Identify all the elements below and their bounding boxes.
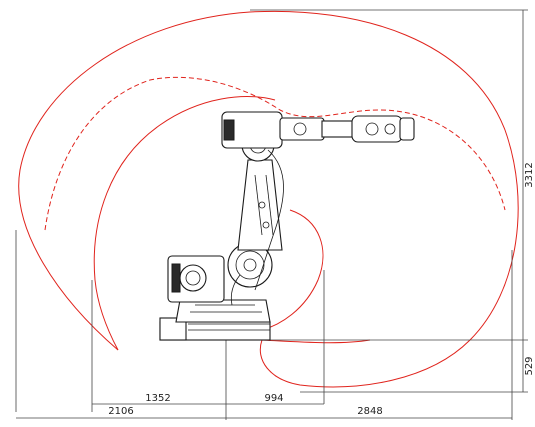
dim-reach-back: 2106 <box>108 406 133 417</box>
robot-motor-hub <box>179 264 207 292</box>
envelope-lower-loop <box>261 339 371 344</box>
envelope-inner-return <box>94 279 119 351</box>
robot-base-left <box>159 317 187 341</box>
envelope-inner-loop <box>261 209 324 331</box>
dim-reach-front: 2848 <box>357 406 382 417</box>
robot-tool-flange <box>399 117 415 141</box>
envelope-outer-arc <box>18 10 519 388</box>
envelope-dashed-arc <box>44 76 506 231</box>
dim-total-height: 3312 <box>524 162 535 187</box>
robot-cables <box>254 149 284 291</box>
robot-turret <box>175 299 271 323</box>
robot-arm <box>159 111 415 341</box>
dim-reach-back-inner: 1352 <box>145 393 170 404</box>
robot-wrist <box>351 115 403 143</box>
robot-upper-arm <box>279 117 325 141</box>
robot-lower-arm <box>237 159 283 251</box>
dim-base-height: 529 <box>524 356 535 375</box>
dimension-lines <box>15 9 528 420</box>
working-envelope <box>18 10 519 388</box>
dim-reach-front-inner: 994 <box>264 393 283 404</box>
envelope-inner-arc <box>93 96 276 281</box>
robot-forearm <box>321 120 355 138</box>
